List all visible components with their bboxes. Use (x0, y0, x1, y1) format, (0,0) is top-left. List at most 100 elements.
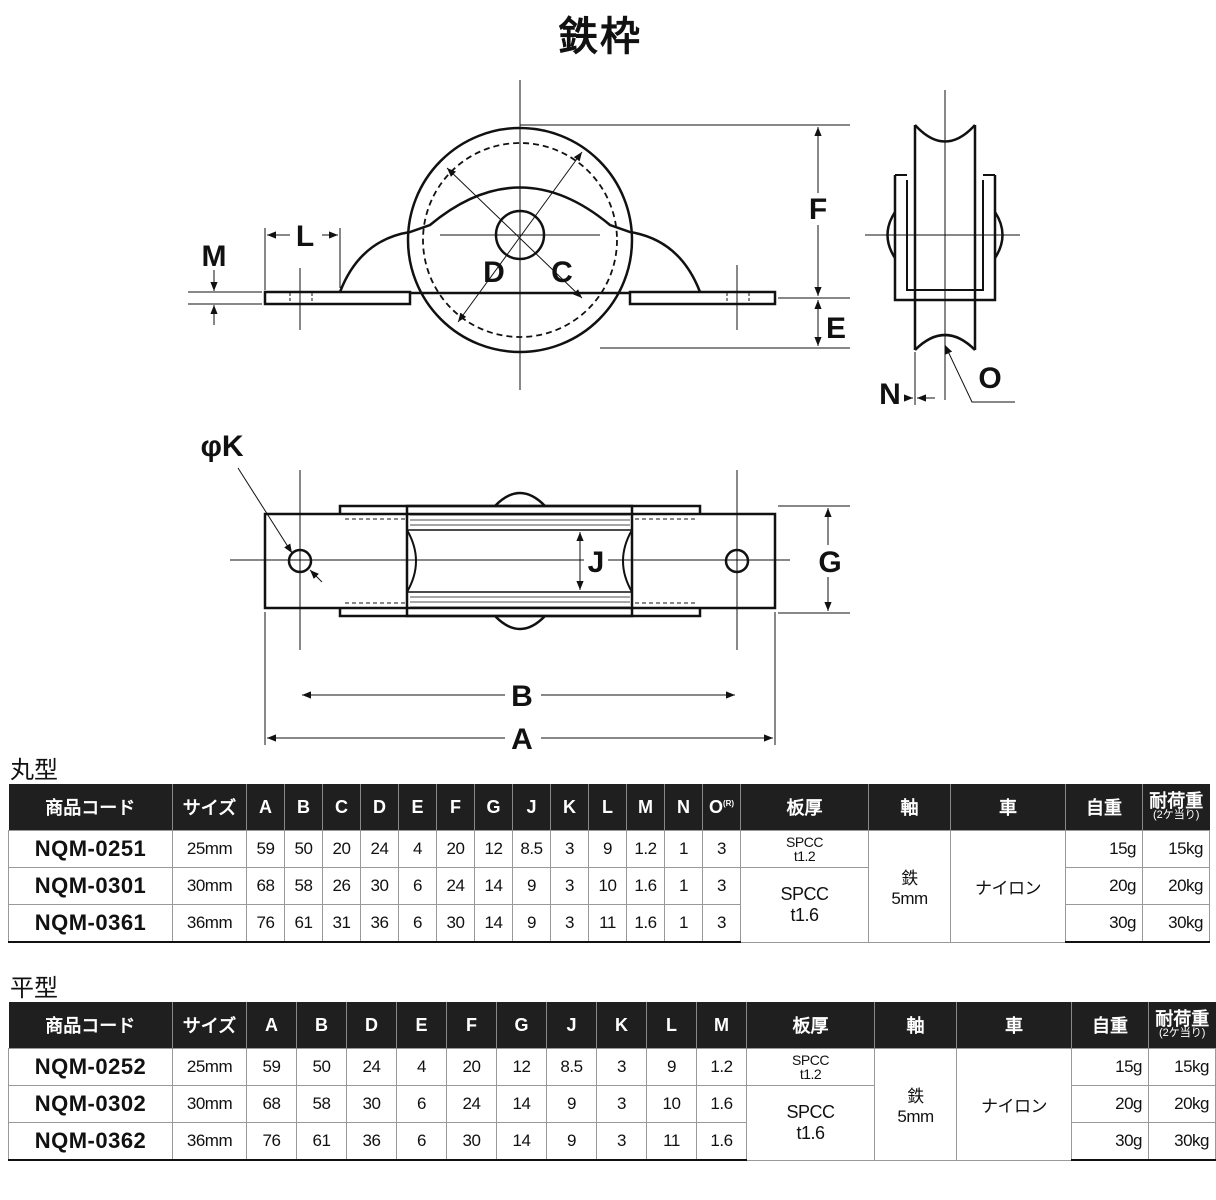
product-code: NQM-0361 (8, 904, 173, 943)
cell: 6 (398, 904, 437, 943)
load-cell: 15kg (1148, 1048, 1216, 1086)
cell: 61 (296, 1122, 347, 1161)
table-row: NQM-0252 25mm 59 50 24 4 20 12 8.5 3 9 1… (8, 1048, 1216, 1161)
cell: 1.2 (626, 830, 665, 868)
cell: 36 (360, 904, 399, 943)
col-header: M (626, 784, 665, 831)
cell: 3 (702, 867, 741, 905)
cell: 24 (436, 867, 475, 905)
cell: 30 (446, 1122, 497, 1161)
cell: 11 (646, 1122, 697, 1161)
col-header-load: 耐荷重(2ケ当り) (1142, 784, 1210, 831)
cell: 76 (246, 904, 285, 943)
front-view (188, 80, 850, 390)
cell: 25mm (172, 830, 247, 868)
cell: 1 (664, 830, 703, 868)
cell: 14 (496, 1085, 547, 1123)
cell: 1 (664, 904, 703, 943)
weight-cell: 20g (1065, 867, 1143, 905)
col-header: N (664, 784, 703, 831)
col-header: D (360, 784, 399, 831)
cell: 9 (512, 904, 551, 943)
cell: 30 (346, 1085, 397, 1123)
cell: 3 (702, 904, 741, 943)
col-header-load: 耐荷重(2ケ当り) (1148, 1002, 1216, 1049)
cell: 36 (346, 1122, 397, 1161)
cell: 3 (596, 1048, 647, 1086)
cell: 14 (474, 904, 513, 943)
col-header: 軸 (868, 784, 951, 831)
cell: 25mm (172, 1048, 247, 1086)
cell: 9 (546, 1085, 597, 1123)
load-cell: 15kg (1142, 830, 1210, 868)
weight-cell: 30g (1071, 1122, 1149, 1161)
col-header: L (588, 784, 627, 831)
section-label-flat: 平型 (10, 974, 58, 1002)
dim-B: B (511, 680, 533, 713)
col-header: J (546, 1002, 597, 1049)
cell: 11 (588, 904, 627, 943)
cell: 3 (550, 867, 589, 905)
cell: 1.6 (696, 1122, 747, 1161)
col-header: E (398, 784, 437, 831)
col-header: F (436, 784, 475, 831)
cell: 1.6 (626, 867, 665, 905)
cell: 76 (246, 1122, 297, 1161)
cell: 24 (446, 1085, 497, 1123)
cell: 1.6 (696, 1085, 747, 1123)
cell: 30 (436, 904, 475, 943)
cell: 31 (322, 904, 361, 943)
col-header: D (346, 1002, 397, 1049)
spec-table-round: 商品コード サイズ A B C D E F G J K L M N O(R) 板… (8, 784, 1210, 943)
cell: 1.6 (626, 904, 665, 943)
product-code: NQM-0251 (8, 830, 173, 868)
dim-G: G (818, 546, 841, 579)
weight-cell: 15g (1071, 1048, 1149, 1086)
cell: 14 (496, 1122, 547, 1161)
col-header: K (550, 784, 589, 831)
cell: 26 (322, 867, 361, 905)
cell: 68 (246, 867, 285, 905)
load-cell: 20kg (1148, 1085, 1216, 1123)
col-header: F (446, 1002, 497, 1049)
col-header: 自重 (1065, 784, 1143, 831)
col-header: 車 (950, 784, 1066, 831)
product-code: NQM-0362 (8, 1122, 173, 1161)
wheel-cell: ナイロン (956, 1048, 1072, 1161)
col-header: E (396, 1002, 447, 1049)
cell: 24 (360, 830, 399, 868)
cell: 30 (360, 867, 399, 905)
col-header: B (284, 784, 323, 831)
cell: 6 (396, 1122, 447, 1161)
cell: 8.5 (546, 1048, 597, 1086)
weight-cell: 20g (1071, 1085, 1149, 1123)
dim-D: D (483, 256, 505, 289)
product-code: NQM-0302 (8, 1085, 173, 1123)
col-header: B (296, 1002, 347, 1049)
weight-cell: 30g (1065, 904, 1143, 943)
load-cell: 30kg (1142, 904, 1210, 943)
cell: 20 (322, 830, 361, 868)
cell: 3 (702, 830, 741, 868)
cell: 9 (512, 867, 551, 905)
product-code: NQM-0301 (8, 867, 173, 905)
col-header: C (322, 784, 361, 831)
col-header: K (596, 1002, 647, 1049)
cell: 10 (646, 1085, 697, 1123)
cell: 4 (398, 830, 437, 868)
table-row: NQM-0361 36mm 76 61 31 36 6 30 14 9 3 11… (8, 904, 1210, 943)
cell: 58 (296, 1085, 347, 1123)
cell: 3 (550, 904, 589, 943)
cell: 6 (396, 1085, 447, 1123)
dim-C: C (551, 256, 573, 289)
wheel-cell: ナイロン (950, 830, 1066, 943)
load-cell: 30kg (1148, 1122, 1216, 1161)
cell: 58 (284, 867, 323, 905)
cell: 3 (596, 1085, 647, 1123)
load-cell: 20kg (1142, 867, 1210, 905)
dim-E: E (826, 312, 846, 345)
table-row: NQM-0251 25mm 59 50 20 24 4 20 12 8.5 3 … (8, 830, 1210, 943)
